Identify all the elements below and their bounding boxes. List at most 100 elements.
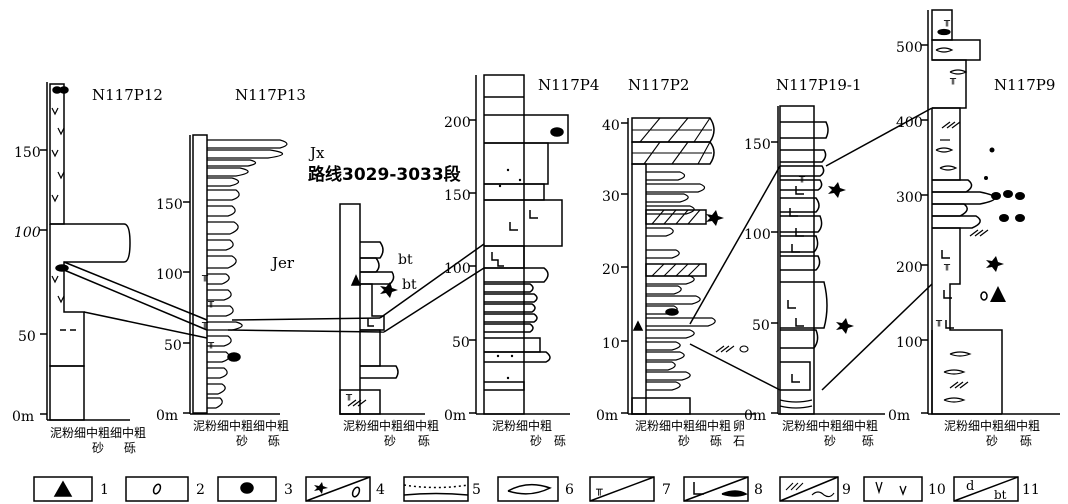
- tick-label: 0m: [744, 408, 766, 424]
- grain-sub-label: 砾: [418, 434, 430, 448]
- svg-text:╥: ╥: [345, 390, 353, 401]
- legend-text-d: d: [966, 479, 974, 494]
- tick-label: 0m: [156, 408, 178, 424]
- tick-label: 100: [896, 335, 923, 351]
- grain-sub-label: 石: [733, 434, 745, 448]
- tick-label: 20: [602, 262, 620, 278]
- grain-label: 泥粉细: [635, 419, 671, 433]
- column-title-n117p12: N117P12: [92, 86, 163, 104]
- grain-label: 中粗: [379, 418, 403, 433]
- tick-label: 200: [444, 115, 471, 131]
- legend-item-9: 9: [780, 477, 851, 501]
- grain-label: 细: [110, 426, 122, 440]
- grain-sub-label: 砂: [384, 434, 396, 448]
- grain-label: 中粗: [415, 418, 439, 433]
- legend-item-10: 10: [864, 477, 946, 501]
- tick-label: 150: [14, 145, 41, 161]
- legend-number: 8: [754, 482, 763, 498]
- tick-label: 50: [452, 335, 470, 351]
- grain-label: 泥粉细: [782, 419, 818, 433]
- grain-label: 中粗: [818, 418, 842, 433]
- grain-sub-label: 砂: [986, 434, 998, 448]
- grain-label: 泥粉细: [50, 426, 86, 440]
- legend-item-6: 6: [498, 477, 574, 501]
- legend-number: 1: [100, 482, 109, 498]
- grain-label: 中粗: [1016, 418, 1040, 433]
- grain-sub-label: 砾: [554, 434, 566, 448]
- grain-label: 中粗: [86, 425, 110, 440]
- tick-label: 100: [156, 267, 183, 283]
- legend-number: 7: [662, 482, 671, 498]
- tick-label: 50: [18, 329, 36, 345]
- annotation-bt: bt: [398, 252, 413, 268]
- cross-bedding-icon: [404, 485, 468, 488]
- grain-sub-label: 砾: [862, 434, 874, 448]
- unit-label-jer: Jer: [270, 254, 295, 272]
- grain-label: 细: [403, 419, 415, 433]
- column-3: ╥ bt bt 泥粉细 中粗 细 中粗 砂 砾: [340, 204, 439, 448]
- grain-sub-label: 砂: [236, 434, 248, 448]
- grain-label: 中粗: [528, 418, 552, 433]
- legend-number: 10: [928, 482, 946, 498]
- grain-label: 细: [1004, 419, 1016, 433]
- legend-item-2: 2: [126, 477, 205, 501]
- tick-label: 0m: [888, 408, 910, 424]
- lens-icon: [508, 485, 550, 494]
- column-n117p2: N117P2 40 30 20 10 0m: [596, 76, 755, 448]
- legend-number: 6: [565, 482, 574, 498]
- grain-label: 泥粉细: [193, 419, 229, 433]
- legend-item-3: 3: [218, 477, 293, 501]
- volcanic-ash-icon: [876, 482, 906, 494]
- grain-label: 中粗: [122, 425, 146, 440]
- grain-sub-label: 砂: [530, 434, 542, 448]
- tick-label: 300: [896, 190, 923, 206]
- grain-sub-label: 砂: [824, 434, 836, 448]
- tick-label: 500: [896, 40, 923, 56]
- grain-label: 泥粉细: [492, 419, 528, 433]
- grain-sub-label: 砂: [678, 434, 690, 448]
- legend-number: 9: [842, 482, 851, 498]
- tick-label: 150: [444, 188, 471, 204]
- legend-number: 11: [1022, 482, 1040, 498]
- tick-label: 0m: [12, 409, 34, 425]
- legend-item-8: 8: [684, 477, 763, 501]
- legend-number: 5: [472, 482, 481, 498]
- figure-title: 路线3029-3033段: [308, 164, 461, 185]
- grain-sub-label: 砾: [268, 434, 280, 448]
- svg-text:╥: ╥: [207, 297, 215, 308]
- tick-label: 40: [602, 118, 620, 134]
- tick-label: 0m: [444, 408, 466, 424]
- svg-text:╥: ╥: [201, 271, 209, 282]
- column-title-n117p2: N117P2: [628, 76, 689, 94]
- tick-label: 0m: [596, 408, 618, 424]
- column-title-n117p19-1: N117P19-1: [776, 76, 862, 94]
- svg-text:╥: ╥: [798, 172, 806, 183]
- svg-text:╥: ╥: [949, 74, 957, 85]
- legend-item-5: 5: [404, 477, 481, 501]
- trace-fossil-icon: ╥: [595, 483, 603, 496]
- legend-item-11: d bt 11: [954, 477, 1040, 502]
- tick-label: 30: [602, 189, 620, 205]
- column-title-n117p4: N117P4: [538, 76, 599, 94]
- tick-label: 150: [744, 137, 771, 153]
- legend: 1 2 3 4 5 6: [34, 477, 1040, 502]
- grain-label: 中粗: [671, 418, 695, 433]
- triangle-icon: [55, 482, 71, 496]
- annotation-bt: bt: [402, 277, 417, 293]
- grain-label: 中粗: [707, 418, 731, 433]
- ripple-icon: [786, 483, 834, 497]
- tick-label: 200: [896, 260, 923, 276]
- legend-number: 2: [196, 482, 205, 498]
- plant-fossil-icon: [314, 482, 328, 494]
- grain-label: 中粗: [854, 418, 878, 433]
- grain-label: 泥粉细: [343, 419, 379, 433]
- unit-label-jx: Jx: [308, 144, 325, 162]
- svg-text:╥: ╥: [943, 260, 951, 271]
- column-n117p19-1: N117P19-1 150 100 50 0m ╥ 泥粉细 中粗 细 中粗 砂 …: [744, 76, 885, 448]
- column-n117p9: N117P9 500 400 300 200 100 0m ╥ ╥ ╥ ╥: [888, 10, 1060, 448]
- svg-text:╥: ╥: [207, 338, 215, 349]
- column-title-n117p13: N117P13: [235, 86, 306, 104]
- grain-sub-label: 砾: [1020, 434, 1032, 448]
- tick-label: 10: [602, 336, 620, 352]
